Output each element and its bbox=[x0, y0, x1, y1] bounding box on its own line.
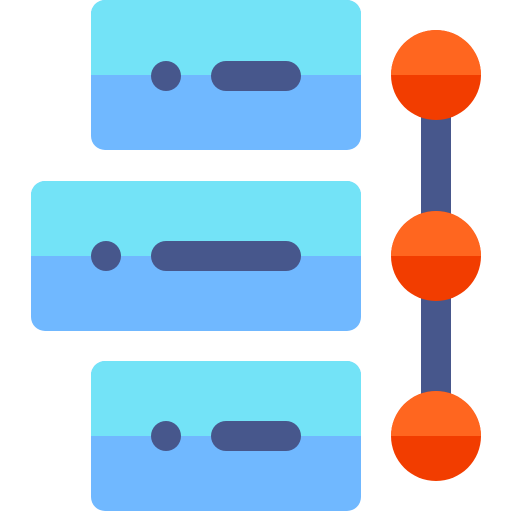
card-top-dot bbox=[151, 61, 181, 91]
card-middle-bar bbox=[151, 241, 301, 271]
card-bottom-dot bbox=[151, 421, 181, 451]
node-middle bbox=[391, 211, 481, 301]
card-top-bar bbox=[211, 61, 301, 91]
card-bottom bbox=[91, 361, 361, 511]
card-top bbox=[91, 0, 361, 150]
card-middle bbox=[31, 181, 361, 331]
card-bottom-bar bbox=[211, 421, 301, 451]
node-top bbox=[391, 30, 481, 120]
card-middle-dot bbox=[91, 241, 121, 271]
node-bottom bbox=[391, 391, 481, 481]
